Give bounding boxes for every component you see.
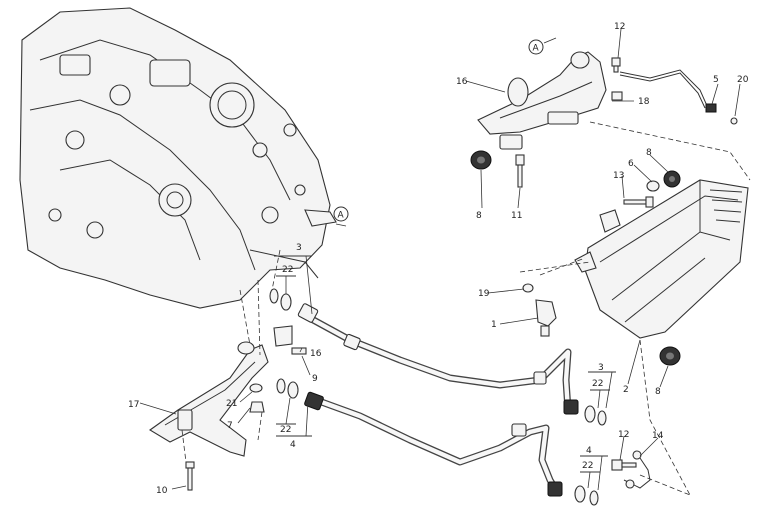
callout-3-top: 3	[296, 243, 302, 253]
sensor-wire	[611, 69, 738, 125]
callout-2: 2	[623, 385, 629, 395]
marker-a-top-label: A	[533, 44, 540, 54]
callout-21: 21	[226, 399, 237, 409]
leader-lines	[139, 28, 741, 490]
callout-19: 19	[478, 289, 490, 299]
callout-5: 5	[713, 75, 719, 85]
engine-block	[19, 7, 337, 309]
screw-12-top	[611, 57, 621, 73]
lower-bracket	[148, 341, 269, 457]
callout-12-bottom: 12	[618, 430, 629, 440]
rubber-bushing-top	[470, 150, 492, 170]
phantom-lines	[181, 121, 751, 496]
washer-6	[646, 180, 660, 192]
callout-22-right-lower: 22	[582, 461, 593, 471]
seals-lower-left	[276, 378, 299, 399]
hose-clamp	[623, 450, 651, 489]
callout-labels: 16 12 5 20 18 8 11 13 6 8 19 1 2 8 3 22 …	[128, 22, 749, 496]
callout-8-bottom: 8	[655, 387, 661, 397]
marker-a-top: A	[528, 37, 557, 55]
callout-4-right: 4	[586, 446, 592, 456]
screw-12-lower	[611, 459, 637, 471]
pressure-sensor	[522, 283, 557, 337]
callout-22-left: 22	[280, 425, 291, 435]
oil-cooler	[574, 179, 749, 339]
callout-11: 11	[511, 211, 522, 221]
oil-hose-lower	[304, 391, 563, 497]
callout-17: 17	[128, 400, 139, 410]
screw-13	[623, 196, 654, 208]
seals-upper-left	[269, 288, 292, 311]
group-bracket-3-right	[588, 371, 616, 409]
callout-20: 20	[737, 75, 749, 85]
callout-3-right: 3	[598, 363, 604, 373]
callout-8-cooler: 8	[646, 148, 652, 158]
callout-16-top: 16	[456, 77, 468, 87]
callout-18: 18	[638, 97, 650, 107]
callout-8-top: 8	[476, 211, 482, 221]
callout-16-bottom: 16	[310, 349, 322, 359]
bracket-fasteners	[185, 325, 307, 491]
marker-a-engine-label: A	[338, 211, 345, 221]
callout-14: 14	[652, 431, 664, 441]
group-bracket-4-left	[276, 397, 312, 437]
callout-7: 7	[227, 421, 233, 431]
callout-12-top: 12	[614, 22, 625, 32]
seals-right-upper	[584, 405, 607, 426]
group-bracket-4-right	[580, 455, 608, 491]
group-bracket-3-top	[274, 255, 313, 315]
callout-13: 13	[613, 171, 624, 181]
callout-1: 1	[491, 320, 497, 330]
callout-22-right-upper: 22	[592, 379, 603, 389]
callout-9: 9	[312, 374, 318, 384]
callout-6: 6	[628, 159, 634, 169]
marker-a-engine: A	[333, 206, 349, 227]
screw-11	[515, 154, 525, 188]
rubber-bushing-cooler	[663, 170, 681, 188]
rubber-bushing-bottom	[659, 346, 681, 366]
oil-hose-upper	[297, 303, 579, 415]
seals-right-lower	[574, 485, 599, 506]
callout-4-left: 4	[290, 440, 296, 450]
callout-10: 10	[156, 486, 168, 496]
callout-22-top: 22	[282, 265, 293, 275]
upper-bracket	[477, 51, 607, 150]
